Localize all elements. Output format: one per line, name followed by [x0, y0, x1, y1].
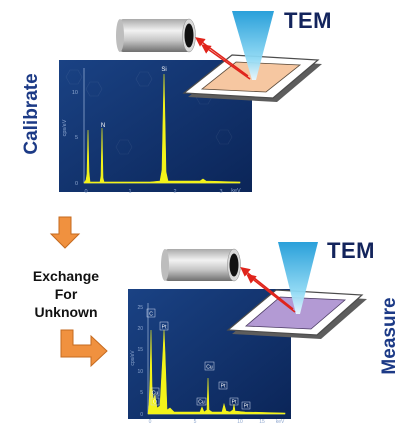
x-tick-bottom-5: 5 — [194, 419, 197, 425]
x-axis-label-bottom: keV — [276, 419, 285, 425]
xray-arrows-bottom — [240, 267, 296, 313]
xray-detector-bottom — [161, 248, 241, 282]
y-tick-top-10: 10 — [72, 90, 78, 96]
y-tick-bottom-0: 0 — [140, 412, 143, 418]
y-tick-bottom-20: 20 — [137, 326, 143, 332]
x-axis-label-top: keV — [231, 188, 241, 194]
electron-beam-top — [232, 11, 274, 80]
calibrate-label: Calibrate — [21, 73, 42, 155]
y-axis-label-top: cps/eV — [62, 119, 68, 136]
x-tick-bottom-15: 15 — [259, 419, 265, 425]
tem-label-top: TEM — [284, 8, 332, 33]
x-tick-top-2: 2 — [173, 189, 176, 195]
exchange-text: Exchange For Unknown — [23, 267, 109, 321]
xray-arrows-top — [195, 37, 251, 80]
y-tick-bottom-10: 10 — [137, 369, 143, 375]
exchange-line-2: For — [54, 286, 78, 302]
exchange-line-3: Unknown — [34, 304, 98, 320]
peak-label-pt-2: Pt — [221, 384, 226, 390]
peak-label-n: N — [101, 123, 105, 129]
peak-label-cu-1: Cu — [152, 391, 159, 397]
xray-detector-top — [116, 18, 196, 53]
peak-label-cu-3: Cu — [198, 400, 205, 406]
y-axis-label-bottom: cps/eV — [130, 350, 136, 366]
measure-label: Measure — [379, 297, 400, 375]
peak-label-si: Si — [161, 67, 166, 73]
peak-label-pt-3: Pt — [232, 400, 237, 406]
y-tick-top-5: 5 — [75, 135, 78, 141]
orange-down-arrow — [49, 216, 81, 249]
orange-bent-arrow — [60, 329, 108, 368]
y-tick-bottom-5: 5 — [140, 390, 143, 396]
x-tick-top-1: 1 — [128, 189, 131, 195]
y-tick-top-0: 0 — [75, 181, 78, 187]
tem-label-bottom: TEM — [327, 238, 375, 263]
electron-beam-bottom — [278, 242, 318, 314]
peak-label-pt-4: Pt — [244, 404, 249, 410]
x-tick-top-3: 3 — [219, 189, 222, 195]
peak-label-o: O — [153, 400, 157, 406]
sample-holder-bottom — [226, 289, 367, 339]
peak-label-pt-1: Pt — [162, 325, 167, 331]
x-tick-bottom-10: 10 — [237, 419, 243, 425]
y-tick-bottom-15: 15 — [137, 347, 143, 353]
x-tick-bottom-0: 0 — [149, 419, 152, 425]
peak-label-cu-2: Cu — [206, 365, 213, 371]
spectrum-trace-top — [83, 73, 241, 184]
exchange-line-1: Exchange — [32, 268, 100, 284]
y-tick-bottom-25: 25 — [137, 305, 143, 311]
spectrum-trace-bottom — [147, 329, 286, 415]
x-tick-top-0: 0 — [84, 189, 87, 195]
peak-label-c: C — [149, 312, 153, 318]
